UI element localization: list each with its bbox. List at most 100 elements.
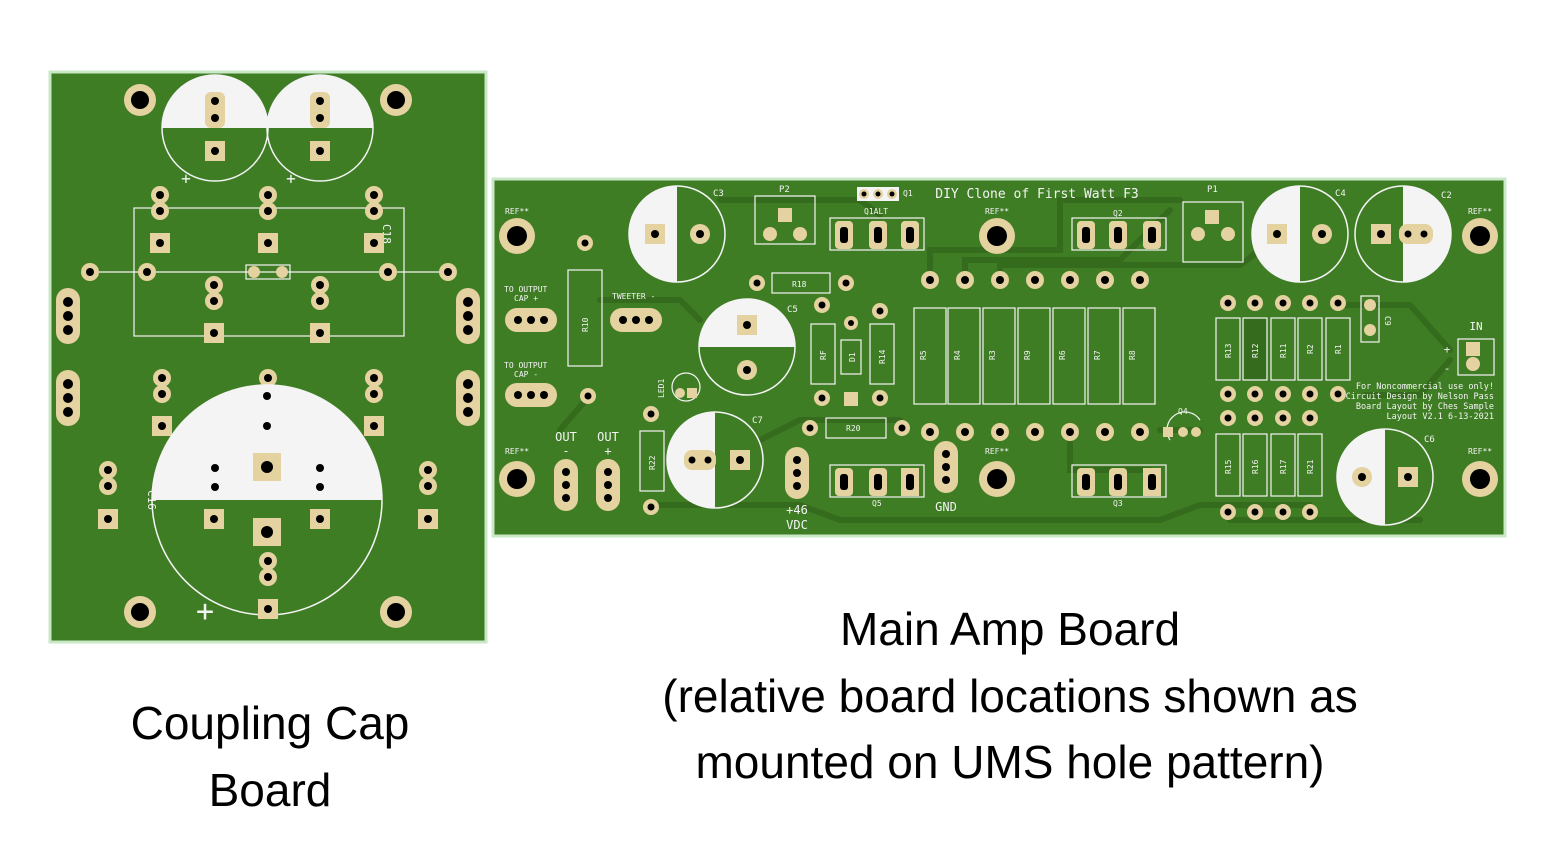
svg-text:Circuit Design by Nelson Pass: Circuit Design by Nelson Pass [1346,392,1494,402]
svg-text:OUT: OUT [555,430,577,444]
transistor-q1alt: Q1ALT [829,207,925,251]
power-resistor-bank [913,307,1156,405]
svg-text:R9: R9 [1023,350,1032,360]
svg-text:C6: C6 [1424,435,1435,445]
power-resistor-pads [921,271,1149,441]
svg-text:TWEETER -: TWEETER - [612,292,655,301]
svg-text:R8: R8 [1128,350,1137,360]
svg-text:REF**: REF** [1468,447,1492,456]
coupling-drill-holes [63,191,473,523]
main-caption-line3: mounted on UMS hole pattern) [695,736,1325,789]
polarity-plus-label: + [286,169,296,188]
small-resistors-left: R10 R18 RF D1 R14 R20 R22 [567,235,910,515]
ref-labels: REF** REF** REF** REF** REF** REF** [505,207,1492,456]
svg-text:R1: R1 [1334,344,1343,354]
svg-text:R4: R4 [953,350,962,360]
c16-capacitor: C16 + [145,384,383,629]
svg-text:R18: R18 [792,280,807,289]
svg-text:REF**: REF** [985,447,1009,456]
svg-text:Q1: Q1 [903,189,913,198]
svg-text:R12: R12 [1251,343,1260,358]
cap-c6: C6 [1336,428,1435,526]
coupling-mounting-holes [124,84,412,628]
connector-out-minus: OUT - [554,430,578,511]
svg-text:R17: R17 [1279,459,1288,474]
svg-text:C3: C3 [713,189,724,199]
svg-text:REF**: REF** [505,207,529,216]
svg-text:REF**: REF** [1468,207,1492,216]
cap-c3: C3 [628,185,726,283]
svg-text:LED1: LED1 [657,379,666,398]
svg-text:P2: P2 [779,185,790,195]
coupling-caption-line1: Coupling Cap [130,697,410,749]
coupling-board-substrate [48,70,488,644]
svg-text:For Noncommercial use only!: For Noncommercial use only! [1356,382,1494,392]
svg-text:R20: R20 [846,424,861,433]
main-caption-line2: (relative board locations shown as [662,669,1358,722]
svg-text:P1: P1 [1207,185,1218,195]
svg-text:R22: R22 [648,455,657,470]
connector-gnd: GND [934,441,958,514]
svg-text:C9: C9 [1383,316,1392,326]
svg-text:Q5: Q5 [872,499,882,508]
c16-label: C16 [145,490,158,510]
main-mounting-holes [499,218,1498,497]
cap-c4: C4 [1251,185,1349,283]
svg-text:D1: D1 [848,352,857,362]
svg-text:REF**: REF** [505,447,529,456]
svg-text:C5: C5 [787,305,798,315]
svg-text:R10: R10 [581,317,590,332]
svg-text:OUT: OUT [597,430,619,444]
svg-text:IN: IN [1469,320,1482,333]
connector-out-plus: OUT + [596,430,620,511]
cap-c7: C7 [666,411,764,509]
svg-text:R7: R7 [1093,350,1102,360]
svg-text:CAP -: CAP - [514,370,538,379]
svg-text:Q1ALT: Q1ALT [864,207,888,216]
svg-text:C2: C2 [1441,191,1452,201]
svg-text:+: + [604,444,611,458]
svg-text:C4: C4 [1335,189,1346,199]
svg-text:R3: R3 [988,350,997,360]
power-resistor-labels: R5 R4 R3 R9 R6 R7 R8 [919,350,1137,360]
svg-text:R15: R15 [1224,459,1233,474]
coupling-caption-line2: Board [208,763,332,816]
transistor-q2: Q2 [1071,209,1167,251]
transistor-q5: Q5 [829,464,925,508]
svg-text:Q4: Q4 [1178,407,1188,416]
svg-text:R21: R21 [1306,459,1315,474]
svg-text:R2: R2 [1306,344,1315,354]
svg-text:TO OUTPUT: TO OUTPUT [504,285,548,294]
svg-text:C7: C7 [752,416,763,426]
transistor-q3: Q3 [1071,464,1167,508]
svg-text:-: - [562,444,569,458]
svg-text:Q2: Q2 [1113,209,1123,218]
pot-p2: P2 [754,185,816,245]
svg-text:Layout V2.1 6-13-2021: Layout V2.1 6-13-2021 [1387,412,1494,422]
c16-plus-label: + [196,594,214,629]
connector-tweeter: TWEETER - [610,292,662,332]
svg-text:GND: GND [935,500,957,514]
svg-text:R11: R11 [1279,343,1288,358]
svg-text:R5: R5 [919,350,928,360]
main-board-caption: Main Amp Board (relative board locations… [560,596,1460,796]
pot-p1: P1 [1182,185,1244,263]
svg-text:+: + [1444,343,1451,356]
svg-text:R13: R13 [1224,343,1233,358]
svg-text:Board Layout by Ches Sample: Board Layout by Ches Sample [1356,402,1494,412]
cap-c2: C2 [1354,185,1452,283]
coupling-cap-board: + + C18 [48,70,488,644]
board-title: DIY Clone of First Watt F3 [935,187,1139,202]
svg-text:RF: RF [819,350,828,360]
connector-in: IN + - [1444,320,1495,376]
svg-text:TO OUTPUT: TO OUTPUT [504,361,548,370]
board-notes: For Noncommercial use only! Circuit Desi… [1346,382,1494,422]
main-caption-line1: Main Amp Board [839,603,1181,655]
main-amp-board: DIY Clone of First Watt F3 REF** REF** R… [491,177,1507,538]
connector-to-output-plus: TO OUTPUT CAP + [504,285,557,332]
connector-to-output-minus: TO OUTPUT CAP - [504,361,557,407]
small-resistors-right: R13 R12 R11 R2 R1 C9 R15 R16 R17 R21 [1215,295,1392,520]
coupling-pads [56,186,480,529]
coupling-board-caption: Coupling Cap Board [60,690,480,823]
